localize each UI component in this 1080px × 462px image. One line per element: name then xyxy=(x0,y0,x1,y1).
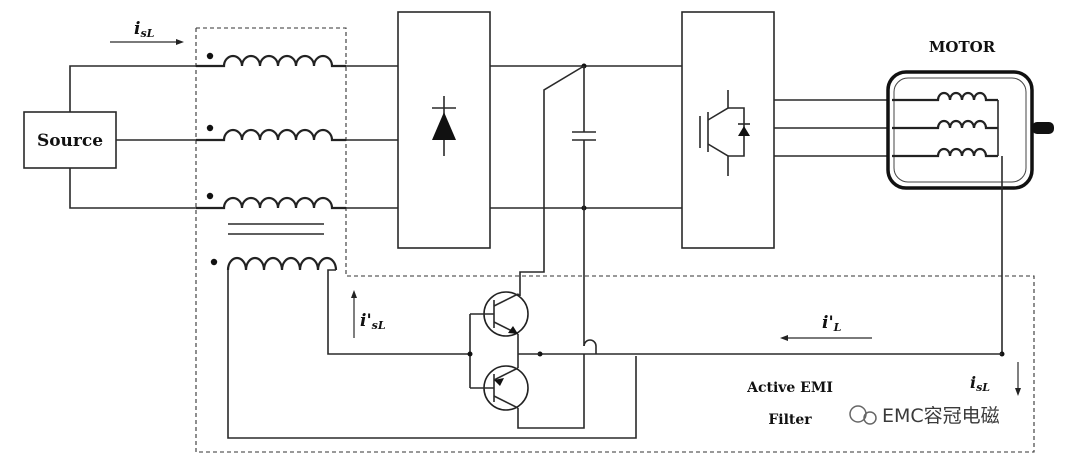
transistor-upper-icon xyxy=(470,291,529,337)
source-label: Source xyxy=(37,131,103,151)
source-line-bottom xyxy=(69,168,196,209)
arrowhead xyxy=(780,335,788,341)
transistor-lower-icon xyxy=(470,365,529,411)
wire xyxy=(517,293,521,297)
inverter-box xyxy=(681,11,775,249)
filter-label-line1: Active EMI xyxy=(746,380,833,396)
motor-housing xyxy=(886,70,1034,190)
choke-coil-1 xyxy=(196,54,346,68)
diode-icon xyxy=(432,96,456,156)
wechat-icon xyxy=(863,411,877,425)
sense-lead-right xyxy=(327,269,470,355)
arrowhead xyxy=(176,39,184,45)
motor-label: MOTOR xyxy=(929,38,996,56)
filter-dashed-boundary xyxy=(195,27,1035,453)
current-label-il-prime: i'L xyxy=(822,313,842,334)
igbt-icon xyxy=(699,90,750,176)
sense-coil xyxy=(226,256,338,271)
watermark-text: EMC容冠电磁 xyxy=(882,405,1000,427)
arrowhead xyxy=(1015,388,1021,396)
motor-winding xyxy=(892,119,998,130)
motor-winding xyxy=(892,91,998,102)
source-box xyxy=(23,111,117,169)
junction-dot xyxy=(467,351,473,357)
current-label-isl-right: isL xyxy=(970,373,990,394)
transistor-lower-lead xyxy=(517,354,585,429)
source-line-top xyxy=(69,65,196,112)
motor-shaft xyxy=(1032,122,1054,134)
choke-coil-3 xyxy=(196,196,346,210)
filter-label-line2: Filter xyxy=(768,412,812,428)
filter-supply-lead xyxy=(519,65,585,296)
polarity-dot xyxy=(206,192,214,200)
arrowhead xyxy=(351,290,357,298)
wire-crossover xyxy=(583,339,597,347)
polarity-dot xyxy=(206,124,214,132)
watermark: EMC容冠电磁 xyxy=(849,405,1000,427)
current-label-isl-prime: i'sL xyxy=(360,311,386,332)
motor-inner xyxy=(893,77,1027,183)
polarity-dot xyxy=(210,258,218,266)
sense-lead-left xyxy=(227,270,637,439)
motor-winding xyxy=(892,147,998,158)
current-label-isl-top: isL xyxy=(134,19,155,40)
choke-coil-2 xyxy=(196,128,346,142)
polarity-dot xyxy=(206,52,214,60)
